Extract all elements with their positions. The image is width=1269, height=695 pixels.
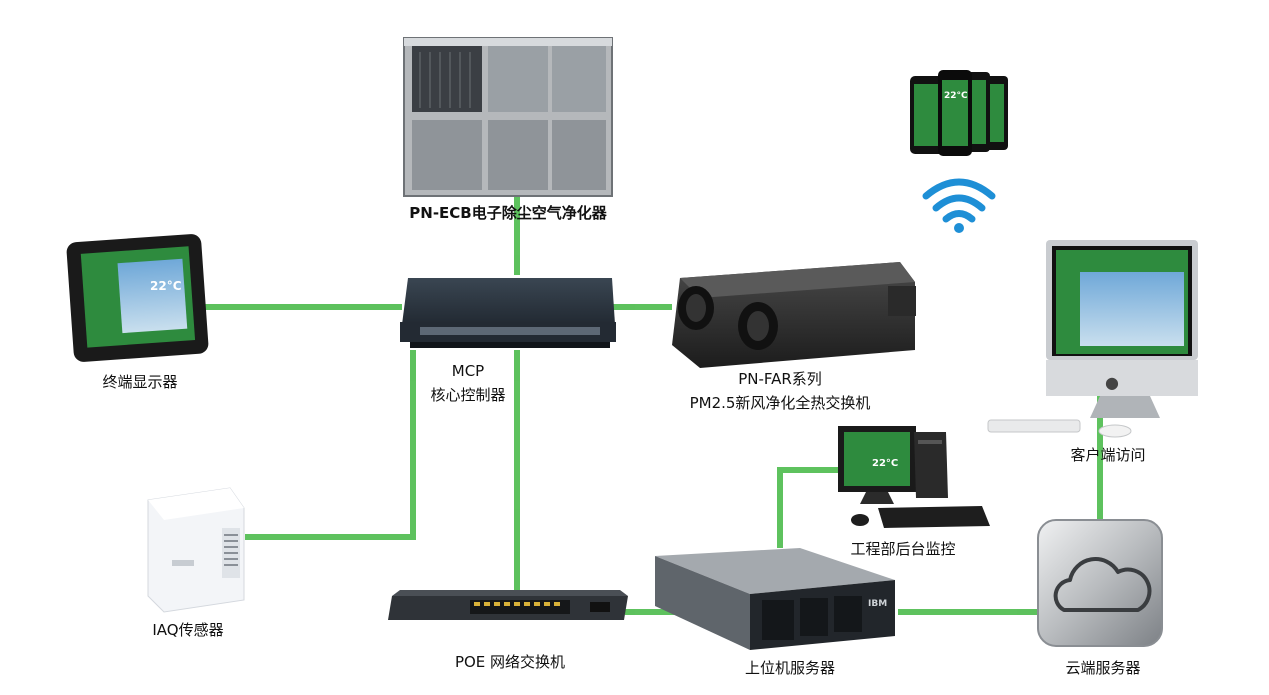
far-title-label: PN-FAR系列	[738, 370, 822, 388]
far-subtitle-label: PM2.5新风净化全热交换机	[689, 394, 871, 412]
phone-temperature: 22°C	[944, 91, 968, 101]
poe-switch-image	[388, 590, 628, 620]
host-server-image: IBM	[655, 548, 895, 650]
imac-client-image: ●	[987, 240, 1198, 438]
cloud-label: 云端服务器	[1065, 659, 1141, 677]
engineering-pc-image: 22°C	[838, 426, 990, 528]
far-exchanger-image	[672, 262, 916, 368]
wifi-icon	[922, 178, 996, 233]
pc-temperature: 22°C	[872, 458, 898, 469]
terminal-label: 终端显示器	[102, 373, 178, 391]
terminal-tablet-image: 22°C	[66, 234, 209, 362]
cloud-icon	[1053, 557, 1152, 612]
tablet-temperature: 22°C	[150, 279, 182, 293]
apple-logo-icon: ●	[1105, 373, 1119, 392]
engineering-label: 工程部后台监控	[850, 540, 956, 558]
client-label: 客户端访问	[1070, 446, 1146, 464]
cloud-server-image	[1037, 519, 1163, 647]
smartphones-image: 22°C	[910, 70, 1008, 156]
ecb-purifier-image	[403, 37, 613, 197]
poe-label: POE 网络交换机	[454, 653, 566, 671]
ecb-label: PN-ECB电子除尘空气净化器	[409, 204, 607, 222]
mcp-controller-image	[400, 278, 616, 348]
connections	[203, 195, 1103, 615]
iaq-label: IAQ传感器	[152, 621, 224, 639]
iaq-sensor-image	[147, 487, 245, 613]
mcp-subtitle-label: 核心控制器	[430, 386, 506, 404]
server-brand-label: IBM	[868, 599, 887, 609]
link-engineering-host	[777, 467, 855, 548]
mcp-title-label: MCP	[451, 362, 485, 380]
host-label: 上位机服务器	[744, 659, 835, 677]
link-iaq-mcp	[245, 350, 416, 540]
